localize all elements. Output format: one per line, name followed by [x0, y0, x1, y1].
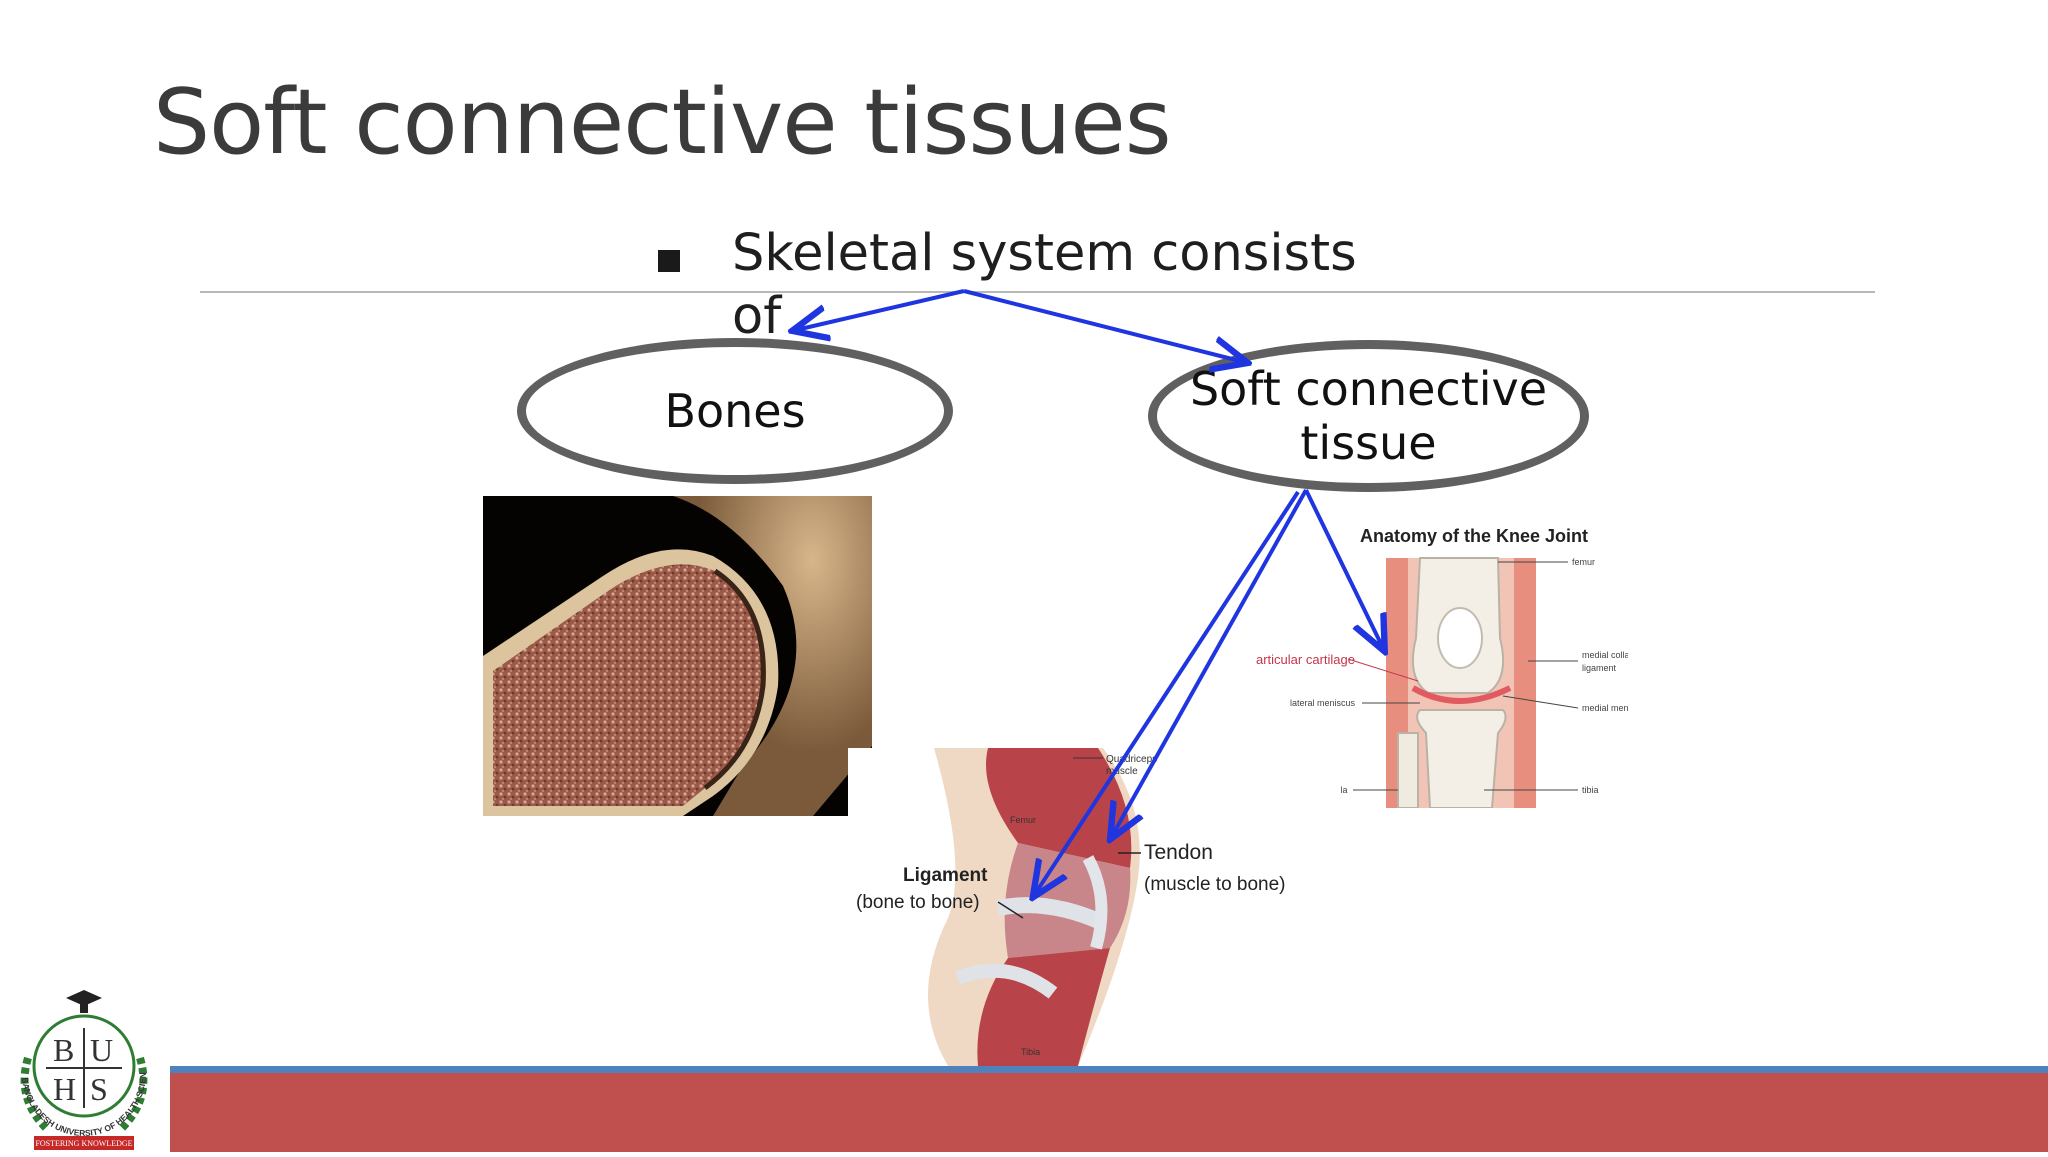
svg-text:Tibia: Tibia — [1021, 1047, 1040, 1057]
svg-text:B: B — [53, 1032, 74, 1068]
svg-text:lateral meniscus: lateral meniscus — [1290, 698, 1356, 708]
tendon-desc: (muscle to bone) — [1144, 874, 1286, 895]
svg-text:femur: femur — [1572, 557, 1595, 567]
bones-node-label: Bones — [664, 384, 806, 438]
footer-bar — [170, 1066, 2048, 1152]
svg-text:Femur: Femur — [1010, 815, 1036, 825]
svg-text:H: H — [53, 1071, 76, 1107]
soft-node-label-line2: tissue — [1300, 416, 1437, 470]
tendon-label: Tendon — [1144, 841, 1213, 864]
svg-text:medial meniscus: medial meniscus — [1582, 703, 1628, 713]
graduation-cap-icon — [66, 990, 102, 1006]
svg-text:articular cartilage: articular cartilage — [1256, 652, 1355, 667]
ligament-desc: (bone to bone) — [856, 892, 980, 913]
ligament-label: Ligament — [903, 865, 988, 886]
slide-title: Soft connective tissues — [153, 70, 1172, 175]
svg-text:ligament: ligament — [1582, 663, 1617, 673]
footer-accent-line — [170, 1066, 2048, 1073]
ligament-tendon-diagram: Quadriceps muscle Femur Tibia Ligament (… — [848, 748, 1340, 1066]
knee-joint-diagram: Anatomy of the Knee Joint femur articula… — [1248, 518, 1628, 808]
svg-text:S: S — [90, 1071, 108, 1107]
svg-text:muscle: muscle — [1106, 766, 1138, 777]
buhs-logo: B U H S BANGLADESH UNIVERSITY OF HEALTH … — [3, 980, 162, 1152]
svg-text:FOSTERING KNOWLEDGE: FOSTERING KNOWLEDGE — [35, 1139, 132, 1148]
bullet-square-icon — [658, 250, 680, 272]
soft-connective-tissue-node: Soft connective tissue — [1148, 340, 1589, 492]
svg-text:medial collateral: medial collateral — [1582, 650, 1628, 660]
svg-text:tibia: tibia — [1582, 785, 1599, 795]
bones-node: Bones — [517, 338, 953, 484]
bone-cross-section-image — [483, 496, 872, 816]
soft-node-label-line1: Soft connective — [1189, 362, 1548, 416]
bullet-text: Skeletal system consists of — [732, 224, 1357, 346]
svg-text:U: U — [90, 1032, 113, 1068]
svg-text:Quadriceps: Quadriceps — [1106, 754, 1157, 765]
knee-diagram-title: Anatomy of the Knee Joint — [1360, 526, 1588, 546]
